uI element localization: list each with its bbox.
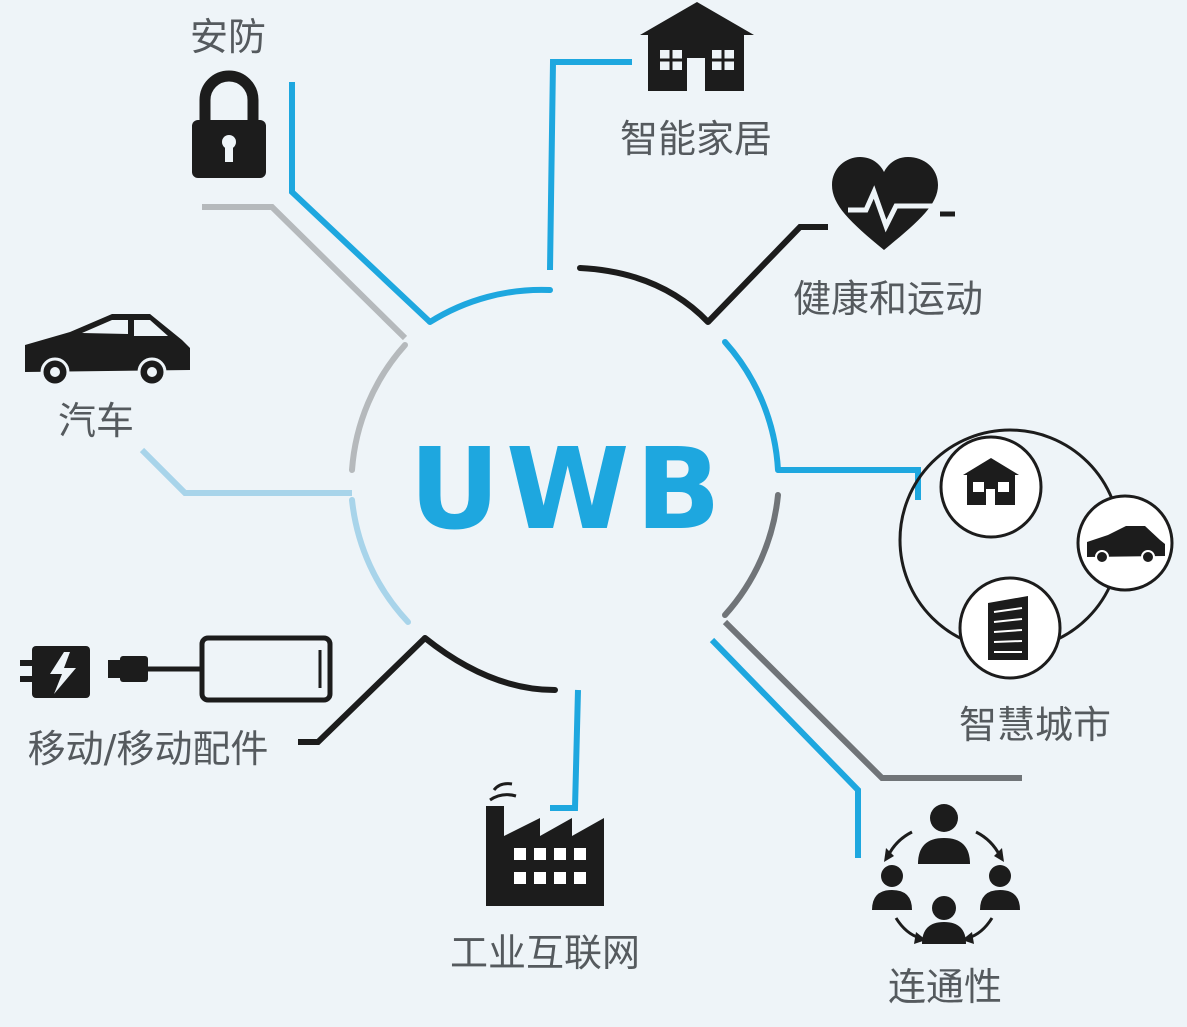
connector-smart-home bbox=[547, 59, 632, 271]
ring-arc-top bbox=[427, 286, 553, 325]
label-smart-city: 智慧城市 bbox=[959, 703, 1111, 747]
connector-automotive bbox=[139, 447, 352, 496]
connector-connectivity-blue bbox=[709, 637, 861, 858]
label-smart-home: 智能家居 bbox=[620, 117, 772, 161]
lock-icon bbox=[192, 70, 266, 178]
city-house-icon bbox=[939, 435, 1043, 539]
city-cluster-icon bbox=[898, 428, 1174, 680]
label-connectivity: 连通性 bbox=[888, 965, 1002, 1009]
connector-mobile bbox=[298, 635, 428, 745]
city-car-icon bbox=[1076, 494, 1174, 592]
city-building-icon bbox=[958, 576, 1062, 680]
connector-security-gray bbox=[202, 204, 408, 341]
mobile-accessories-icon bbox=[20, 635, 333, 703]
connector-health bbox=[705, 224, 828, 325]
label-security: 安防 bbox=[190, 15, 266, 59]
ring-arc-top-right bbox=[577, 265, 711, 325]
ring-arc-left-lower bbox=[349, 497, 411, 625]
connector-smart-city bbox=[778, 467, 921, 500]
label-industrial-iot: 工业互联网 bbox=[450, 931, 640, 975]
car-icon bbox=[25, 314, 190, 387]
ring-arc-right-lower bbox=[722, 492, 781, 618]
factory-icon bbox=[486, 782, 604, 906]
label-automotive: 汽车 bbox=[58, 399, 134, 443]
center-title: UWB bbox=[409, 425, 727, 555]
house-icon bbox=[640, 2, 754, 91]
people-network-icon bbox=[872, 804, 1020, 944]
ring-arc-right-upper bbox=[722, 339, 781, 473]
ring-arc-left-upper bbox=[349, 342, 408, 473]
ring-arc-bottom bbox=[422, 635, 558, 693]
heart-pulse-icon bbox=[832, 157, 955, 250]
center-ring bbox=[349, 265, 781, 693]
label-mobile: 移动/移动配件 bbox=[28, 727, 269, 771]
connectors bbox=[139, 59, 1022, 858]
connector-security bbox=[289, 82, 433, 325]
connector-connectivity-gray bbox=[722, 619, 1022, 781]
label-health: 健康和运动 bbox=[793, 277, 983, 321]
connector-industrial bbox=[550, 689, 581, 811]
